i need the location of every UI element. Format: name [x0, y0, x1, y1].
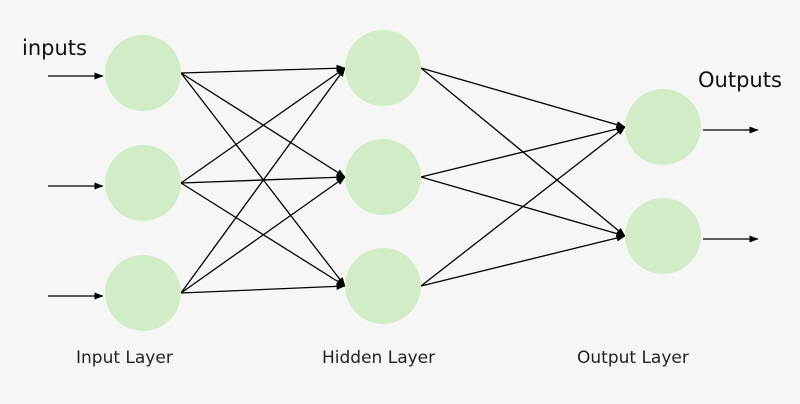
hidden-layer-label: Hidden Layer — [322, 348, 436, 368]
inputs-label: inputs — [22, 36, 87, 60]
input-node-3 — [105, 255, 181, 331]
connection-l2-n1-to-n1 — [420, 67, 626, 129]
outputs-label: Outputs — [698, 68, 782, 92]
connection-l1-n3-to-n1 — [180, 67, 346, 294]
connection-l1-n3-to-n3 — [180, 282, 346, 294]
hidden-node-1 — [345, 30, 421, 106]
connection-l2-n3-to-n1 — [420, 126, 626, 287]
output-node-1 — [625, 89, 701, 165]
nodes-group — [105, 30, 701, 331]
output-layer-label: Output Layer — [577, 348, 689, 368]
input-node-1 — [105, 35, 181, 111]
input-layer-label: Input Layer — [76, 348, 173, 368]
output-node-2 — [625, 198, 701, 274]
connection-l2-n2-to-n1 — [420, 125, 626, 178]
connection-l1-n2-to-n1 — [180, 67, 346, 184]
hidden-node-3 — [345, 248, 421, 324]
edges-group — [48, 64, 759, 300]
connection-l1-n1-to-n1 — [180, 64, 346, 74]
connection-l1-n3-to-n2 — [180, 176, 346, 294]
input-node-2 — [105, 145, 181, 221]
hidden-node-2 — [345, 139, 421, 215]
connection-l2-n3-to-n2 — [420, 234, 626, 287]
